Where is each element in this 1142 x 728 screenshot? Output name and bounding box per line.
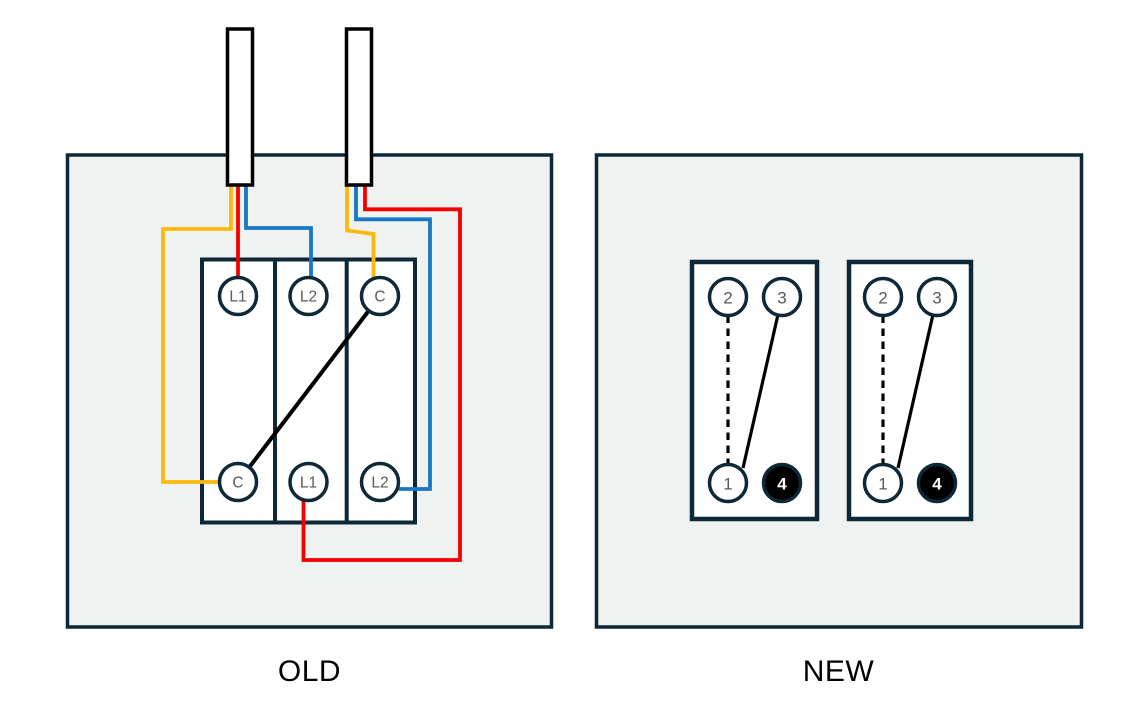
- terminal-3-label: 3: [777, 289, 786, 308]
- new-mounting-box: [594, 153, 1084, 629]
- terminal-circle: [288, 275, 329, 317]
- wire-yellow-left-cable-to-bottom-c: [161, 184, 233, 484]
- new-panel: 2 3 1 4 2 3 1 4 N: [594, 153, 1084, 688]
- terminal-2-label: 2: [723, 289, 732, 308]
- terminal-2-circle: [707, 276, 749, 318]
- terminal-1-label: 1: [878, 475, 887, 494]
- old-panel-label: OLD: [278, 655, 341, 688]
- terminal-label: L2: [300, 289, 317, 306]
- wire-red-right-cable-to-bottom-l1: [301, 184, 462, 562]
- terminal-circle: [359, 275, 401, 317]
- terminal-3-label: 3: [932, 289, 941, 308]
- terminal-4-label: 4: [932, 475, 942, 494]
- wire-blue-left-cable-to-top-l2: [244, 184, 313, 278]
- new-panel-label: NEW: [803, 655, 875, 688]
- terminal-1-circle: [707, 462, 749, 504]
- strap-line-c-to-c: [247, 309, 371, 469]
- terminal-2-circle: [862, 276, 904, 318]
- old-bottom-terminal-l1: L1: [288, 461, 329, 503]
- solid-link-3-to-1: [896, 315, 935, 469]
- old-top-terminal-l1: L1: [217, 275, 259, 317]
- terminal-4-circle: [761, 462, 803, 504]
- old-bottom-terminal-l2: L2: [359, 461, 401, 503]
- terminal-circle: [288, 461, 329, 503]
- terminal-1-label: 1: [723, 475, 732, 494]
- old-panel: L1 L2 C C L1 L2 OLD: [65, 27, 554, 688]
- terminal-label: L2: [371, 475, 388, 492]
- terminal-label: L1: [300, 475, 317, 492]
- wire-blue-right-cable-to-bottom-l2: [354, 184, 432, 491]
- wire-yellow-right-cable-to-top-c: [345, 184, 376, 278]
- terminal-4-label: 4: [777, 475, 787, 494]
- old-top-terminal-c: C: [359, 275, 401, 317]
- terminal-circle: [359, 461, 401, 503]
- solid-link-3-to-1: [741, 315, 780, 469]
- old-bottom-terminal-c: C: [217, 461, 259, 503]
- terminal-3-circle: [916, 276, 958, 318]
- terminal-label: C: [232, 475, 243, 492]
- terminal-3-circle: [761, 276, 803, 318]
- terminal-label: C: [374, 289, 385, 306]
- terminal-4-circle: [916, 462, 958, 504]
- new-module-1: 2 3 1 4: [689, 259, 820, 522]
- terminal-label: L1: [229, 289, 246, 306]
- old-top-terminal-l2: L2: [288, 275, 329, 317]
- terminal-circle: [217, 461, 259, 503]
- supply-cable-left: [225, 27, 255, 187]
- new-module-2: 2 3 1 4: [846, 259, 974, 522]
- terminal-2-label: 2: [878, 289, 887, 308]
- supply-cable-right: [344, 27, 374, 187]
- terminal-1-circle: [862, 462, 904, 504]
- terminal-circle: [217, 275, 259, 317]
